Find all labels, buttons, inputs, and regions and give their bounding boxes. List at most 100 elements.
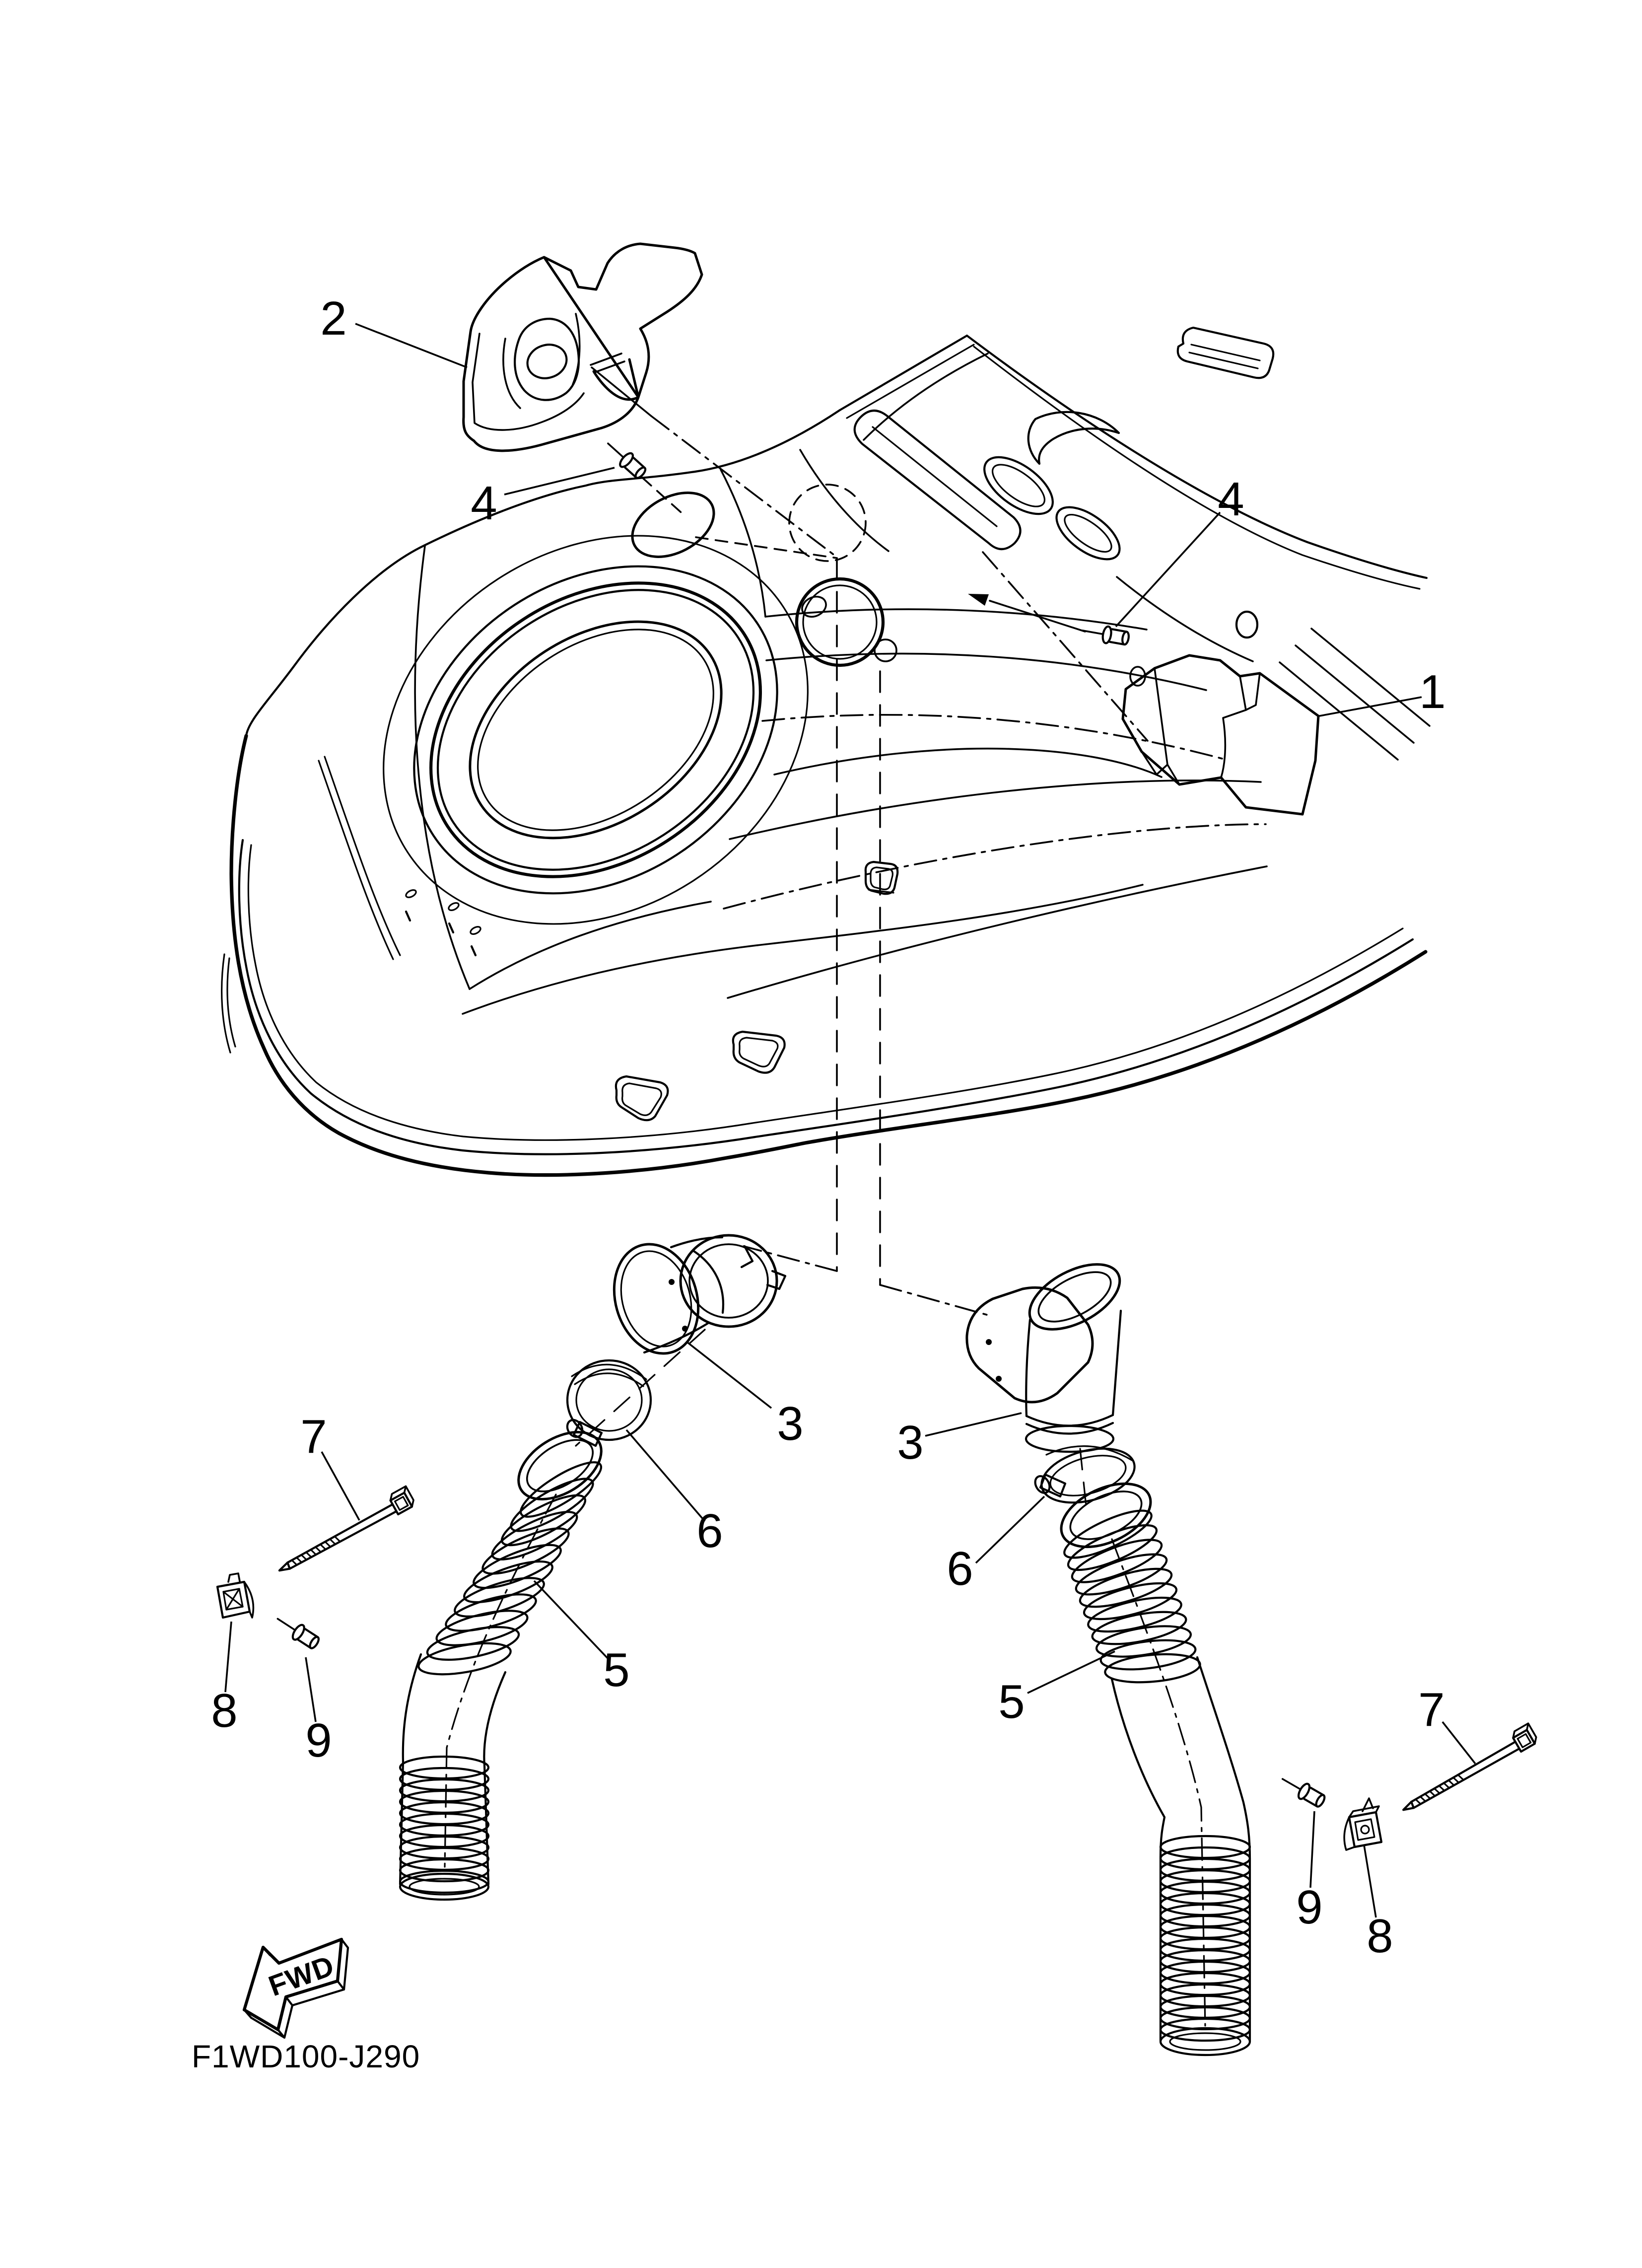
vent-hose-right [1060,1482,1251,2056]
line-segment [868,866,894,894]
line-segment [989,600,1086,633]
line-segment [682,1326,688,1332]
line-segment [238,839,1414,1155]
hull-deck [221,326,1431,1177]
line-segment [1121,654,1320,816]
callout-leader-4 [504,467,615,496]
line-segment [1028,1263,1121,1331]
line-segment [1111,1538,1206,2027]
line-segment [462,884,1144,1015]
line-segment [429,581,762,878]
line-segment [1176,326,1275,379]
line-segment [1034,1475,1051,1494]
line-segment [1360,1825,1370,1835]
callout-label-9: 9 [305,1714,332,1767]
line-segment [720,469,766,618]
line-segment [526,344,568,379]
line-segment [991,464,1046,507]
callout-leader-2 [355,323,468,368]
line-segment [324,756,401,956]
line-segment [566,1418,584,1438]
line-segment [1279,661,1399,761]
line-segment [448,902,460,911]
line-segment [863,353,989,441]
line-segment [470,945,477,957]
line-segment [483,1671,507,1767]
line-segment [965,334,1428,579]
line-segment [435,1610,529,1646]
line-segment [986,1339,992,1345]
line-segment [413,565,778,895]
line-segment [727,865,1268,999]
line-segment [983,456,1054,515]
line-segment [846,344,975,419]
callout-label-9: 9 [1296,1881,1322,1934]
install-arrowhead [968,594,989,606]
line-segment [1063,1509,1153,1559]
vent-hole-circle [795,577,885,667]
line-segment [469,901,712,990]
callout-label-3: 3 [777,1397,803,1450]
line-segment [1348,1797,1380,1818]
line-segment [444,1493,557,1868]
line-segment [1067,1524,1158,1571]
line-segment [1159,2017,1251,2042]
callout-label-7: 7 [300,1410,327,1463]
line-segment [1159,2027,1251,2056]
line-segment [399,1872,490,1901]
line-segment [243,1581,255,1619]
line-segment [773,747,1163,778]
line-segment [1245,672,1261,711]
callout-label-6: 6 [947,1542,973,1595]
line-segment [1027,411,1120,465]
cable-tie-right [1397,1723,1539,1817]
callout-label-2: 2 [320,292,346,345]
line-segment [399,1858,490,1883]
line-segment [802,584,878,660]
line-segment [1295,644,1415,744]
line-segment [1025,1414,1114,1435]
line-segment [1111,1309,1122,1417]
bracket-part-1 [1121,654,1320,816]
callout-label-5: 5 [998,1675,1025,1728]
line-segment [723,823,1267,910]
line-segment [761,713,1227,761]
vent-hose-left [399,1431,603,1901]
line-segment [243,1938,349,2039]
line-segment [1188,344,1261,369]
callout-label-1: 1 [1419,665,1445,718]
line-segment [1079,1448,1088,1516]
line-segment [1071,1539,1163,1583]
callout-leader-5 [1027,1650,1115,1694]
callout-leader-8 [1363,1844,1377,1918]
line-segment [1141,751,1168,776]
line-segment [872,426,998,527]
line-segment [692,1250,724,1314]
hatch-opening [383,535,809,925]
line-segment [245,409,841,737]
line-segment [247,844,1404,1141]
line-segment [620,1250,692,1347]
line-segment [1110,1678,1166,1858]
line-segment [383,535,809,925]
pop-rivet-right [1278,1772,1327,1809]
tie-mount-left [216,1572,255,1619]
cable-tie-left [274,1486,416,1578]
line-segment [1087,1596,1182,1633]
line-segment [1343,1816,1356,1851]
duct-right [965,1263,1122,1453]
callout-leader-5 [533,1580,611,1661]
line-segment [982,551,1149,742]
line-segment [864,860,899,895]
pop-rivet-left [273,1612,321,1651]
line-segment [517,1431,603,1500]
line-segment [469,620,723,840]
line-segment [1169,2032,1241,2051]
line-segment [613,1243,700,1355]
line-segment [1220,675,1247,779]
callout-label-5: 5 [603,1643,629,1697]
callout-leader-7 [321,1451,360,1521]
line-segment [222,1588,244,1611]
callout-label-8: 8 [1367,1910,1393,1963]
line-segment [1075,1553,1168,1596]
